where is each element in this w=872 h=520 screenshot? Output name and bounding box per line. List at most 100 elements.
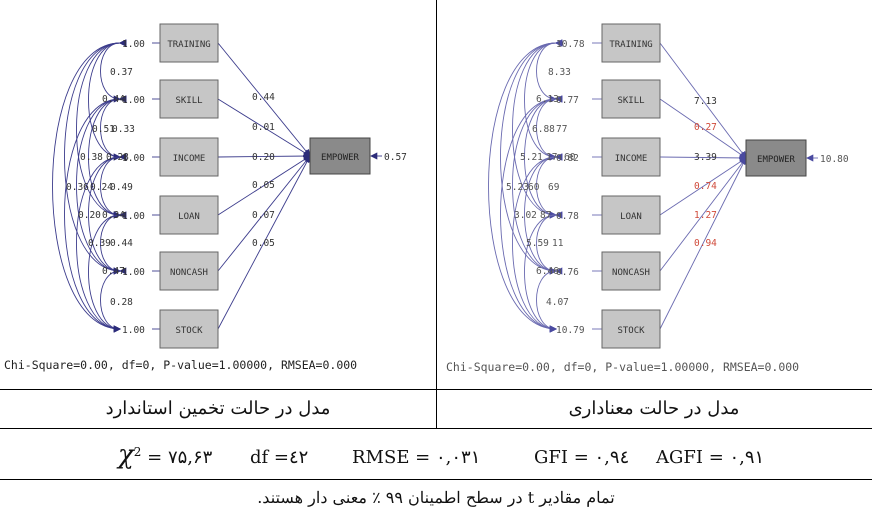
correlation-label: 0.28 xyxy=(106,152,129,163)
variable-box-noncash xyxy=(159,251,219,291)
variable-box-skill xyxy=(601,79,661,119)
correlation-label: 0.44 xyxy=(110,238,133,249)
rmse-stat: RMSE = ۰,۰۳۱ xyxy=(352,447,481,468)
variable-name: TRAINING xyxy=(167,40,210,50)
right-fit-statistics: Chi-Square=0.00, df=0, P-value=1.00000, … xyxy=(446,360,799,374)
correlation-label: 0.24 xyxy=(90,182,113,193)
df-stat: df =٤٢ xyxy=(250,447,309,468)
chi-square-stat: χ2 = ۷۵,۶۳ xyxy=(118,440,212,470)
correlation-arc xyxy=(100,267,127,333)
correlation-arc xyxy=(88,153,127,275)
correlation-arc xyxy=(524,39,563,161)
variance-label: 1.00 xyxy=(122,211,145,222)
path-coefficient: 0.74 xyxy=(694,181,717,192)
path-coefficient: 0.01 xyxy=(252,122,275,133)
correlation-arc xyxy=(524,95,563,219)
variable-boxes: TRAININGSKILLINCOMELOANNONCASHSTOCKEMPOW… xyxy=(159,23,371,349)
regression-paths xyxy=(152,42,382,330)
variable-name: STOCK xyxy=(617,326,645,336)
path-coefficient: 0.05 xyxy=(252,238,275,249)
variance-label: 1.00 xyxy=(122,325,145,336)
variable-name: LOAN xyxy=(178,212,200,222)
variable-name: NONCASH xyxy=(612,268,650,278)
path-coefficient: 1.27 xyxy=(694,210,717,221)
variable-box-training xyxy=(159,23,219,63)
variable-name: INCOME xyxy=(173,154,206,164)
variable-name: SKILL xyxy=(175,96,202,106)
variable-name: STOCK xyxy=(175,326,203,336)
correlation-arc xyxy=(500,95,563,333)
correlation-arc xyxy=(524,211,563,333)
chi-value: = ۷۵,۶۳ xyxy=(147,447,213,468)
correlation-label: 17 xyxy=(546,152,557,163)
path-coefficient: 0.44 xyxy=(252,92,275,103)
path-coefficient: 0.94 xyxy=(694,238,717,249)
correlation-arc xyxy=(76,95,127,275)
correlation-arc xyxy=(64,39,127,275)
right-caption: مدل در حالت معناداری xyxy=(568,398,740,419)
correlation-label: 0.44 xyxy=(102,94,125,105)
variance-label: 0.78 xyxy=(556,211,579,222)
variable-box-noncash xyxy=(601,251,661,291)
correlation-label: 6.88 xyxy=(532,124,555,135)
correlation-label: 4.07 xyxy=(546,297,569,308)
correlation-arc xyxy=(500,39,563,275)
variance-label: 1.00 xyxy=(122,267,145,278)
gfi-stat: GFI = ۰,۹٤ xyxy=(534,447,630,468)
path-coefficient: 0.20 xyxy=(252,152,275,163)
chi-symbol: χ xyxy=(118,440,134,470)
correlation-label: 8.33 xyxy=(548,67,571,78)
left-path-diagram: TRAININGSKILLINCOMELOANNONCASHSTOCKEMPOW… xyxy=(4,23,407,372)
correlation-arc xyxy=(100,39,127,103)
variable-box-skill xyxy=(159,79,219,119)
variance-label: 10.78 xyxy=(556,39,585,50)
residual-label: 0.57 xyxy=(384,152,407,163)
variable-name: LOAN xyxy=(620,212,642,222)
regression-path xyxy=(659,98,747,159)
variance-label: 1.00 xyxy=(122,39,145,50)
correlation-label: 60 xyxy=(528,182,540,193)
correlation-label: 0.20 xyxy=(78,210,101,221)
variable-name: SKILL xyxy=(617,96,644,106)
correlation-arc xyxy=(536,39,563,103)
variable-name: TRAINING xyxy=(609,40,652,50)
variance-label: 1.00 xyxy=(122,95,145,106)
regression-path xyxy=(217,42,311,157)
correlation-arc xyxy=(512,39,563,219)
correlation-label: 0.49 xyxy=(110,182,133,193)
regression-path xyxy=(659,157,747,272)
correlation-arc xyxy=(524,153,563,275)
correlation-label: 0.33 xyxy=(112,124,135,135)
variable-box-training xyxy=(601,23,661,63)
variable-box-stock xyxy=(159,309,219,349)
correlation-label: 0.28 xyxy=(110,297,133,308)
path-coefficient: 7.13 xyxy=(694,96,717,107)
correlation-arc xyxy=(88,211,127,333)
correlation-arc xyxy=(76,153,127,333)
path-coefficient: 0.07 xyxy=(252,210,275,221)
right-path-diagram: TRAINING SKILL INCOME LOAN NONCASH STOCK EMPOW… xyxy=(446,23,849,374)
correlation-arc xyxy=(100,95,127,161)
outcome-box xyxy=(745,139,807,177)
correlation-label: 0.37 xyxy=(110,67,133,78)
correlation-label: 0.38 xyxy=(80,152,103,163)
correlation-arc xyxy=(488,39,563,333)
correlation-label: 0.39 xyxy=(88,238,111,249)
variable-name: INCOME xyxy=(615,154,648,164)
variance-label: 0.76 xyxy=(556,267,579,278)
correlation-label: 5.21 xyxy=(520,152,543,163)
correlation-arc xyxy=(100,153,127,219)
regression-path xyxy=(659,154,747,162)
correlation-label: 5.23 xyxy=(506,182,529,193)
correlation-label: 77 xyxy=(556,124,567,135)
variable-box-income xyxy=(601,137,661,177)
correlation-arc xyxy=(512,153,563,333)
regression-paths xyxy=(592,42,818,330)
correlation-arc xyxy=(100,211,127,275)
outcome-name: EMPOWER xyxy=(321,153,360,163)
variance-label: 0.82 xyxy=(556,153,579,164)
path-coefficient: 0.05 xyxy=(252,180,275,191)
outcome-name: EMPOWER xyxy=(757,155,796,165)
variable-box-stock xyxy=(601,309,661,349)
